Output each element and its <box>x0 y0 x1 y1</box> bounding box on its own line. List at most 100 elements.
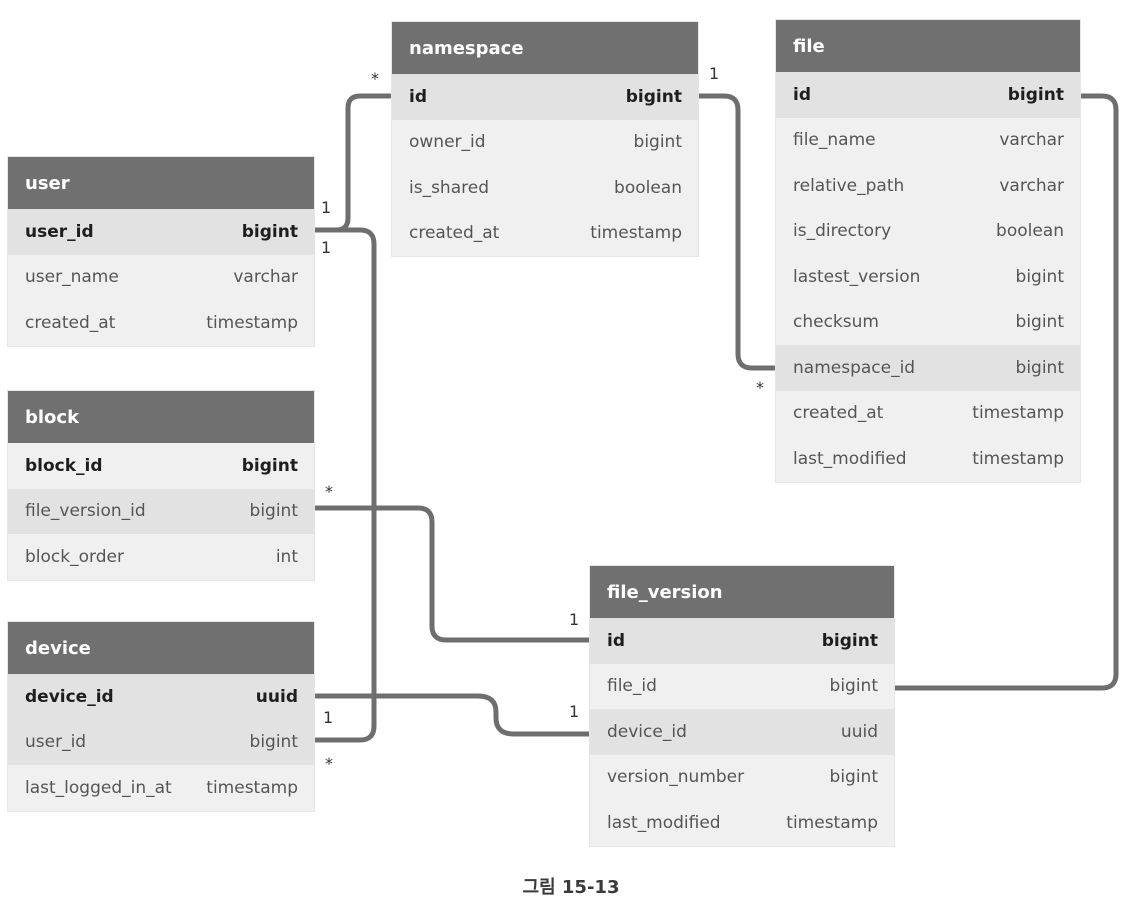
column-name: id <box>409 86 427 107</box>
table-row: block_id bigint <box>8 443 314 489</box>
column-name: created_at <box>793 403 884 424</box>
connector-namespace-file <box>695 93 779 371</box>
column-name: checksum <box>793 312 879 333</box>
cardinality-fileversion-block-one: 1 <box>569 610 580 629</box>
table-device: device device_id uuid user_id bigint last_… <box>8 622 314 811</box>
table-block-header: block <box>8 391 314 443</box>
column-type: bigint <box>1015 266 1064 287</box>
column-type: varchar <box>999 175 1064 196</box>
cardinality-fileversion-device-one: 1 <box>569 702 580 721</box>
column-type: bigint <box>1015 312 1064 333</box>
connector-device-fileversion <box>313 693 593 737</box>
column-type: bigint <box>633 132 682 153</box>
column-type: timestamp <box>786 812 878 833</box>
column-type: bigint <box>249 501 298 522</box>
cardinality-user-namespace-one: 1 <box>321 198 332 217</box>
column-name: is_shared <box>409 177 489 198</box>
column-type: int <box>275 546 298 567</box>
table-row: lastest_version bigint <box>776 254 1080 300</box>
column-name: device_id <box>607 721 687 742</box>
column-name: id <box>793 84 811 105</box>
table-row: version_number bigint <box>590 754 894 800</box>
cardinality-namespace-many: * <box>371 69 379 88</box>
column-name: is_directory <box>793 221 892 242</box>
column-name: id <box>607 630 625 651</box>
table-row: file_version_id bigint <box>8 488 314 534</box>
column-name: user_id <box>25 732 87 753</box>
table-row: device_id uuid <box>8 674 314 720</box>
table-row: block_order int <box>8 534 314 580</box>
column-type: bigint <box>1015 357 1064 378</box>
column-name: last_modified <box>607 812 721 833</box>
table-row: owner_id bigint <box>392 119 698 165</box>
column-type: boolean <box>996 221 1064 242</box>
cardinality-namespace-file-one: 1 <box>709 64 720 83</box>
table-row: created_at timestamp <box>392 210 698 256</box>
column-name: created_at <box>409 223 500 244</box>
column-name: version_number <box>607 767 745 788</box>
column-name: namespace_id <box>793 357 916 378</box>
table-row: user_id bigint <box>8 209 314 255</box>
table-row: user_name varchar <box>8 254 314 300</box>
column-name: block_order <box>25 546 124 567</box>
column-name: user_name <box>25 267 119 288</box>
table-row: user_id bigint <box>8 719 314 765</box>
column-type: bigint <box>829 676 878 697</box>
table-user: user user_id bigint user_name varchar crea… <box>8 157 314 346</box>
column-name: last_modified <box>793 448 907 469</box>
column-type: bigint <box>1007 84 1064 105</box>
table-user-header: user <box>8 157 314 209</box>
column-name: user_id <box>25 221 94 242</box>
connector-file-fileversion <box>891 93 1119 691</box>
column-type: timestamp <box>206 777 298 798</box>
column-name: file_name <box>793 130 876 151</box>
column-name: file_version_id <box>25 501 146 522</box>
column-name: block_id <box>25 455 103 476</box>
connector-block-fileversion <box>313 505 593 643</box>
column-type: timestamp <box>972 403 1064 424</box>
cardinality-device-user-many: * <box>325 754 333 773</box>
cardinality-user-device-one: 1 <box>321 238 332 257</box>
table-file-version-header: file_version <box>590 566 894 618</box>
column-name: owner_id <box>409 132 486 153</box>
table-row: namespace_id bigint <box>776 345 1080 391</box>
table-row: last_modified timestamp <box>776 436 1080 482</box>
column-type: bigint <box>241 221 298 242</box>
column-name: device_id <box>25 686 114 707</box>
table-file-header: file <box>776 20 1080 72</box>
column-name: created_at <box>25 312 116 333</box>
column-type: bigint <box>249 732 298 753</box>
column-type: bigint <box>241 455 298 476</box>
column-name: last_logged_in_at <box>25 777 172 798</box>
table-row: created_at timestamp <box>776 390 1080 436</box>
table-row: checksum bigint <box>776 299 1080 345</box>
column-type: timestamp <box>590 223 682 244</box>
table-namespace-header: namespace <box>392 22 698 74</box>
column-type: uuid <box>255 686 298 707</box>
table-row: last_logged_in_at timestamp <box>8 765 314 811</box>
column-name: relative_path <box>793 175 905 196</box>
column-type: uuid <box>840 721 878 742</box>
column-type: varchar <box>233 267 298 288</box>
table-device-header: device <box>8 622 314 674</box>
figure-caption: 그림 15-13 <box>522 877 620 898</box>
table-row: file_name varchar <box>776 117 1080 163</box>
connector-user-device <box>313 227 377 743</box>
column-type: varchar <box>999 130 1064 151</box>
table-row: device_id uuid <box>590 709 894 755</box>
cardinality-device-user-one: 1 <box>323 708 334 727</box>
column-name: lastest_version <box>793 266 921 287</box>
column-type: bigint <box>829 767 878 788</box>
table-row: last_modified timestamp <box>590 800 894 846</box>
column-type: timestamp <box>972 448 1064 469</box>
